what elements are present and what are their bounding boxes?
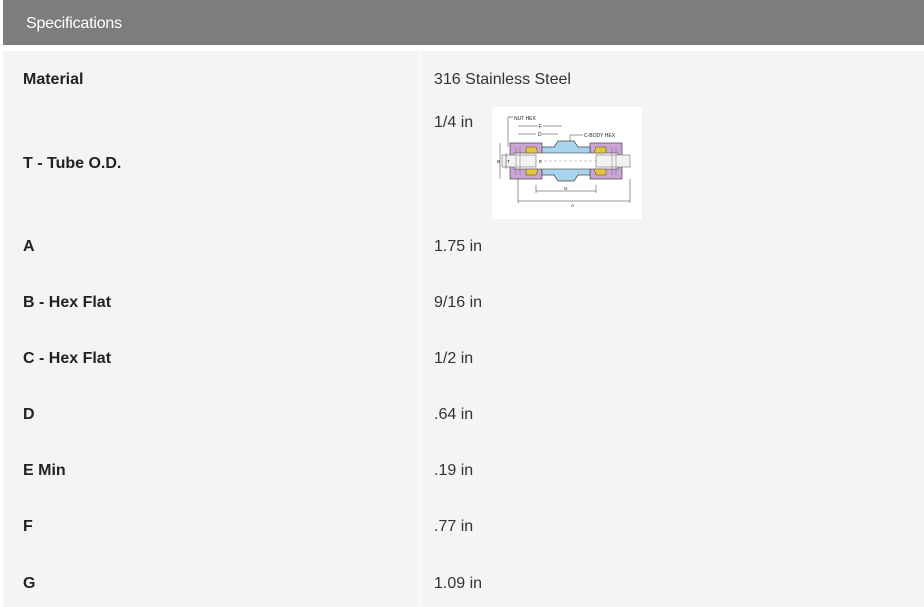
spec-value: 1/4 in [434,114,474,131]
spec-label: C - Hex Flat [23,350,112,367]
spec-label: F [23,518,33,535]
spec-label: A [23,238,35,255]
spec-label: D [23,406,35,423]
spec-label: G [23,575,36,592]
spec-label: Material [23,71,84,88]
column-divider [420,51,421,607]
diagram-label-body-hex: C-BODY HEX [584,133,616,139]
panel-header[interactable]: Specifications [3,0,924,45]
spec-value: 1.09 in [434,575,483,592]
spec-value: .64 in [434,406,474,423]
diagram-label-t: T [507,159,510,164]
diagram-label-e: E [539,159,542,164]
spec-value: 1/2 in [434,350,474,367]
spec-value: .19 in [434,462,474,479]
spec-value: 316 Stainless Steel [434,71,571,88]
specifications-table: Material 316 Stainless Steel T - Tube O.… [3,51,924,607]
diagram-label-g: G [564,186,568,191]
diagram-label-nut-hex: NUT HEX [514,116,537,122]
fitting-dimension-diagram: NUT HEX F D C-BODY HEX [492,107,642,219]
spec-value: 9/16 in [434,294,483,311]
panel-title: Specifications [26,15,122,32]
spec-label: T - Tube O.D. [23,155,122,172]
diagram-label-d: D [538,132,542,138]
spec-label: B - Hex Flat [23,294,112,311]
spec-label: E Min [23,462,66,479]
spec-value: .77 in [434,518,474,535]
diagram-label-f: F [539,124,542,130]
diagram-label-a: A [571,203,574,208]
diagram-label-b: B [497,159,500,164]
spec-value: 1.75 in [434,238,483,255]
